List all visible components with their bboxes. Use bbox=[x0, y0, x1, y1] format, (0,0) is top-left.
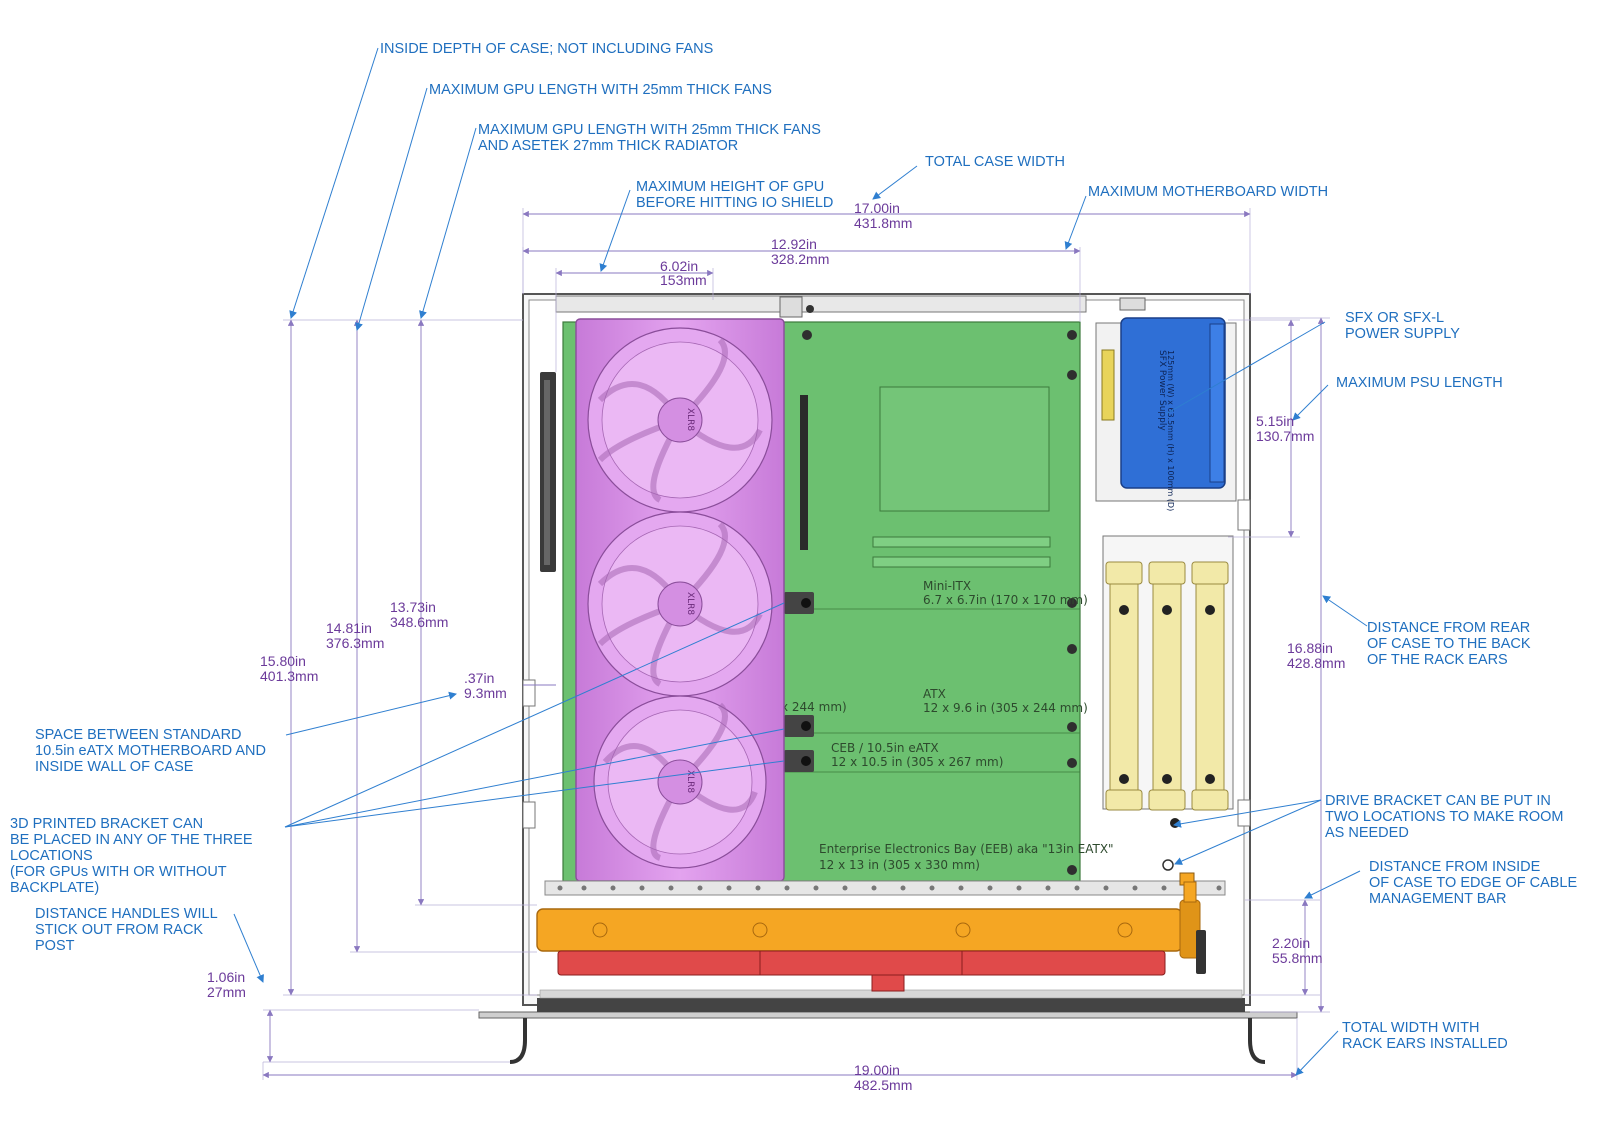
gpu-brand-1: XLR8 bbox=[685, 408, 695, 431]
dim-inside-depth-mm: 401.3mm bbox=[260, 668, 318, 684]
gpu-fan-1 bbox=[587, 327, 773, 513]
callout-handles-1: DISTANCE HANDLES WILL bbox=[35, 906, 218, 922]
radiator-fans bbox=[557, 950, 1166, 992]
atx-size: 12 x 9.6 in (305 x 244 mm) bbox=[923, 701, 1088, 715]
leader-lines bbox=[233, 47, 1368, 1076]
dim-ears-mm: 482.5mm bbox=[854, 1077, 912, 1093]
callouts: INSIDE DEPTH OF CASE; NOT INCLUDING FANS… bbox=[10, 41, 1577, 1052]
ceb-label: CEB / 10.5in eATX bbox=[831, 741, 939, 755]
gpu-fan-2 bbox=[587, 511, 773, 697]
callout-gpu-length-rad-1: MAXIMUM GPU LENGTH WITH 25mm THICK FANS bbox=[478, 122, 821, 138]
dim-total-width-mm: 431.8mm bbox=[854, 215, 912, 231]
dim-gpu-len-rad-in: 13.73in bbox=[390, 599, 436, 615]
callout-space-1: SPACE BETWEEN STANDARD bbox=[35, 727, 242, 743]
cable-management-bar bbox=[544, 872, 1226, 896]
callout-gpu-height-2: BEFORE HITTING IO SHIELD bbox=[636, 195, 833, 211]
gpu-brand-3: XLR8 bbox=[685, 770, 695, 793]
callout-psu-length: MAXIMUM PSU LENGTH bbox=[1336, 375, 1503, 391]
gpu-brand-2: XLR8 bbox=[685, 592, 695, 615]
dim-inside-depth-in: 15.80in bbox=[260, 653, 306, 669]
callout-bracket-3: LOCATIONS bbox=[10, 848, 93, 864]
dim-cable-mm: 55.8mm bbox=[1272, 950, 1323, 966]
callout-gpu-height-1: MAXIMUM HEIGHT OF GPU bbox=[636, 179, 824, 195]
callout-bracket-1: 3D PRINTED BRACKET CAN bbox=[10, 816, 203, 832]
gpu-bracket-2 bbox=[784, 715, 814, 737]
psu-label: SFX Power Supply bbox=[1157, 350, 1167, 431]
eeb-label: Enterprise Electronics Bay (EEB) aka "13… bbox=[819, 842, 1114, 856]
gpu: XLR8 XLR8 XLR8 bbox=[575, 318, 785, 882]
dim-cable-in: 2.20in bbox=[1272, 935, 1310, 951]
gpu-io-bracket bbox=[540, 372, 556, 572]
callout-psu-2: POWER SUPPLY bbox=[1345, 326, 1460, 342]
mini-itx-label: Mini-ITX bbox=[923, 579, 971, 593]
dim-ears-in: 19.00in bbox=[854, 1062, 900, 1078]
dim-rear-ears-in: 16.88in bbox=[1287, 640, 1333, 656]
dimension-lines bbox=[262, 208, 1330, 1080]
callout-total-width: TOTAL CASE WIDTH bbox=[925, 154, 1065, 170]
dim-handles-mm: 27mm bbox=[207, 984, 246, 1000]
callout-handles-2: STICK OUT FROM RACK bbox=[35, 922, 203, 938]
dim-gpu-height-in: 6.02in bbox=[660, 258, 698, 274]
atx-size-cut: x 244 mm) bbox=[781, 700, 847, 714]
dim-psu-len-mm: 130.7mm bbox=[1256, 428, 1314, 444]
dim-gpu-len-in: 14.81in bbox=[326, 620, 372, 636]
psu: SFX Power Supply 125mm (W) x 63.5mm (H) … bbox=[1095, 317, 1237, 511]
callout-cable-1: DISTANCE FROM INSIDE bbox=[1369, 859, 1541, 875]
callout-psu-1: SFX OR SFX-L bbox=[1345, 310, 1444, 326]
eeb-size: 12 x 13 in (305 x 330 mm) bbox=[819, 858, 980, 872]
dim-psu-len-in: 5.15in bbox=[1256, 413, 1294, 429]
dim-mb-width-in: 12.92in bbox=[771, 236, 817, 252]
callout-bracket-2: BE PLACED IN ANY OF THE THREE bbox=[10, 832, 253, 848]
drive-bracket bbox=[1102, 535, 1234, 871]
gpu-bracket-1 bbox=[784, 592, 814, 614]
dim-gpu-len-rad-mm: 348.6mm bbox=[390, 614, 448, 630]
dimension-values: 17.00in 431.8mm 12.92in 328.2mm 6.02in 1… bbox=[207, 200, 1345, 1093]
mini-itx-size: 6.7 x 6.7in (170 x 170 mm) bbox=[923, 593, 1088, 607]
callout-inside-depth: INSIDE DEPTH OF CASE; NOT INCLUDING FANS bbox=[380, 41, 713, 57]
dim-space-in: .37in bbox=[464, 670, 494, 686]
dim-mb-width-mm: 328.2mm bbox=[771, 251, 829, 267]
callout-cable-3: MANAGEMENT BAR bbox=[1369, 891, 1507, 907]
callout-bracket-4: (FOR GPUs WITH OR WITHOUT bbox=[10, 864, 227, 880]
callout-gpu-length-25: MAXIMUM GPU LENGTH WITH 25mm THICK FANS bbox=[429, 82, 772, 98]
atx-label: ATX bbox=[923, 687, 946, 701]
callout-drive-3: AS NEEDED bbox=[1325, 825, 1409, 841]
callout-rear-ears-2: OF CASE TO THE BACK bbox=[1367, 636, 1531, 652]
callout-gpu-length-rad-2: AND ASETEK 27mm THICK RADIATOR bbox=[478, 138, 738, 154]
callout-space-3: INSIDE WALL OF CASE bbox=[35, 759, 194, 775]
callout-cable-2: OF CASE TO EDGE OF CABLE bbox=[1369, 875, 1577, 891]
dim-handles-in: 1.06in bbox=[207, 969, 245, 985]
dim-total-width-in: 17.00in bbox=[854, 200, 900, 216]
callout-drive-2: TWO LOCATIONS TO MAKE ROOM bbox=[1325, 809, 1563, 825]
callout-rear-ears-3: OF THE RACK EARS bbox=[1367, 652, 1508, 668]
callout-rear-ears-1: DISTANCE FROM REAR bbox=[1367, 620, 1530, 636]
dim-gpu-height-mm: 153mm bbox=[660, 272, 707, 288]
callout-ears-2: RACK EARS INSTALLED bbox=[1342, 1036, 1508, 1052]
gpu-bracket-3 bbox=[784, 750, 814, 772]
radiator bbox=[536, 881, 1206, 974]
callout-space-2: 10.5in eATX MOTHERBOARD AND bbox=[35, 743, 266, 759]
dim-rear-ears-mm: 428.8mm bbox=[1287, 655, 1345, 671]
dim-space-mm: 9.3mm bbox=[464, 685, 507, 701]
callout-handles-3: POST bbox=[35, 938, 75, 954]
callout-drive-1: DRIVE BRACKET CAN BE PUT IN bbox=[1325, 793, 1551, 809]
psu-size: 125mm (W) x 63.5mm (H) x 100mm (D) bbox=[1166, 350, 1175, 511]
callout-bracket-5: BACKPLATE) bbox=[10, 880, 99, 896]
callout-ears-1: TOTAL WIDTH WITH bbox=[1342, 1020, 1479, 1036]
callout-mb-width: MAXIMUM MOTHERBOARD WIDTH bbox=[1088, 184, 1328, 200]
ceb-size: 12 x 10.5 in (305 x 267 mm) bbox=[831, 755, 1003, 769]
gpu-fan-3 bbox=[593, 695, 767, 869]
dim-gpu-len-mm: 376.3mm bbox=[326, 635, 384, 651]
